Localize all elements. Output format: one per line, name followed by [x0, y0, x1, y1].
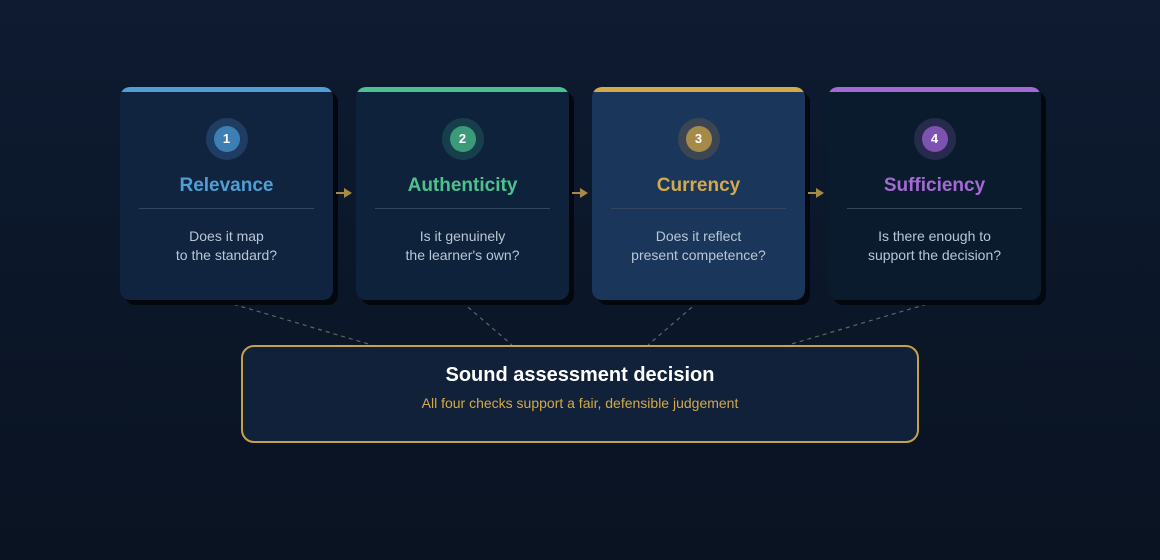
- step-title: Sufficiency: [883, 175, 986, 196]
- card-accent-bar: [592, 87, 805, 92]
- step-badge-ring: 2: [441, 118, 484, 160]
- step-badge-ring: 3: [677, 118, 720, 160]
- step-question-line-1: Does it map: [189, 228, 264, 244]
- step-question-line-2: to the standard?: [175, 247, 278, 263]
- connector-line-4: [787, 301, 935, 346]
- step-question-line-1: Does it reflect: [655, 228, 742, 244]
- decision-box: Sound assessment decision All four check…: [241, 345, 919, 443]
- step-title: Authenticity: [407, 175, 518, 196]
- step-card-authenticity: 2 Authenticity Is it genuinely the learn…: [356, 87, 569, 300]
- card-accent-bar: [828, 87, 1041, 92]
- connector-line-3: [647, 301, 699, 346]
- divider: [611, 208, 786, 209]
- divider: [139, 208, 314, 209]
- step-number-badge: 3: [685, 126, 712, 152]
- step-number-badge: 2: [449, 126, 476, 152]
- step-card-currency: 3 Currency Does it reflect present compe…: [592, 87, 805, 300]
- step-badge-ring: 4: [913, 118, 956, 160]
- divider: [375, 208, 550, 209]
- step-title: Currency: [656, 175, 741, 196]
- step-title: Relevance: [179, 175, 274, 196]
- connector-line-2: [461, 301, 513, 346]
- step-question-line-2: the learner's own?: [405, 247, 520, 263]
- step-number-badge: 4: [921, 126, 948, 152]
- decision-subtitle: All four checks support a fair, defensib…: [421, 395, 739, 411]
- step-badge-ring: 1: [205, 118, 248, 160]
- arrow-right-icon: [808, 188, 824, 198]
- step-number-badge: 1: [213, 126, 240, 152]
- divider: [847, 208, 1022, 209]
- step-question-line-1: Is there enough to: [878, 228, 991, 244]
- connector-line-1: [225, 301, 373, 346]
- arrow-right-icon: [572, 188, 588, 198]
- card-accent-bar: [356, 87, 569, 92]
- decision-title: Sound assessment decision: [445, 364, 715, 386]
- step-question-line-2: support the decision?: [867, 247, 1002, 263]
- step-question-line-1: Is it genuinely: [419, 228, 506, 244]
- card-accent-bar: [120, 87, 333, 92]
- step-card-sufficiency: 4 Sufficiency Is there enough to support…: [828, 87, 1041, 300]
- arrow-right-icon: [336, 188, 352, 198]
- step-card-relevance: 1 Relevance Does it map to the standard?: [120, 87, 333, 300]
- step-question-line-2: present competence?: [631, 247, 766, 263]
